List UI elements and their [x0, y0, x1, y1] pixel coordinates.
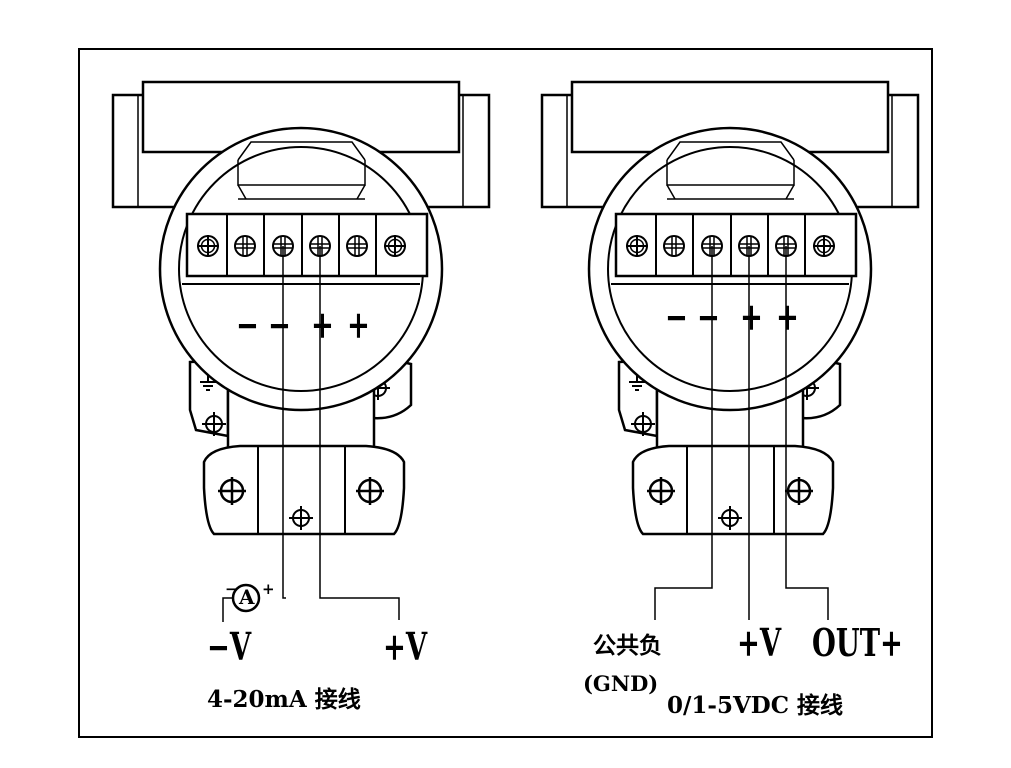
right-terminal-sign-4: + [776, 294, 799, 339]
left-terminal-sign-3: + [311, 302, 334, 347]
left-pos-v-label: +V [383, 624, 428, 669]
ammeter-minus-sign: − [225, 580, 238, 598]
left-neg-v-label: −V [207, 624, 252, 669]
right-terminal-sign-3: + [740, 294, 763, 339]
ammeter-symbol [231, 583, 261, 613]
left-caption: 4-20mA 接线 [207, 686, 361, 713]
right-pos-v-label: +V [737, 620, 782, 665]
ammeter-plus-sign: + [262, 580, 275, 598]
right-caption: 0/1-5VDC 接线 [667, 692, 844, 719]
left-terminal-sign-4: + [347, 302, 370, 347]
right-terminal-sign-1: − [665, 294, 688, 339]
left-terminal-sign-2: − [268, 302, 291, 347]
right-gnd-label-en: (GND) [583, 671, 659, 696]
right-gnd-label-cn: 公共负 [593, 632, 662, 659]
right-terminal-sign-2: − [697, 294, 720, 339]
ammeter-label: A [239, 585, 255, 609]
left-terminal-sign-1: − [236, 302, 259, 347]
right-out-label: OUT+ [812, 620, 903, 665]
right-wiring [654, 246, 829, 620]
